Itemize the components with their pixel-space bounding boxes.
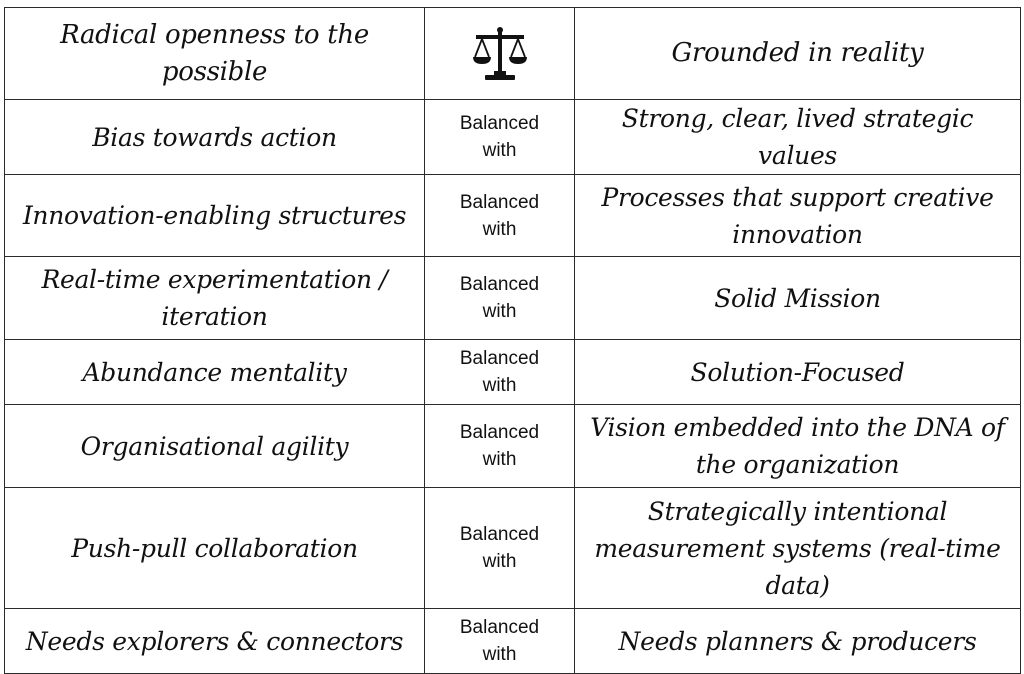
- header-row: Radical openness to the possible Grounde…: [4, 7, 1021, 100]
- balanced-with-cell: Balanced with: [424, 256, 575, 340]
- left-cell: Organisational agility: [4, 404, 425, 488]
- header-left-text: Radical openness to the possible: [4, 7, 425, 100]
- balanced-with-cell: Balanced with: [424, 487, 575, 609]
- right-cell: Strategically intentional measurement sy…: [574, 487, 1021, 609]
- right-cell: Vision embedded into the DNA of the orga…: [574, 404, 1021, 488]
- left-cell: Push-pull collaboration: [4, 487, 425, 609]
- right-cell: Solid Mission: [574, 256, 1021, 340]
- right-cell: Needs planners & producers: [574, 608, 1021, 674]
- balance-scale-icon: [472, 26, 527, 80]
- balanced-with-cell: Balanced with: [424, 99, 575, 175]
- right-cell: Strong, clear, lived strategic values: [574, 99, 1021, 175]
- header-icon-cell: [424, 7, 575, 100]
- table-row: Bias towards action Balanced with Strong…: [4, 99, 1021, 175]
- table-row: Real-time experimentation / iteration Ba…: [4, 256, 1021, 340]
- table-row: Push-pull collaboration Balanced with St…: [4, 487, 1021, 609]
- right-cell: Solution-Focused: [574, 339, 1021, 405]
- left-cell: Abundance mentality: [4, 339, 425, 405]
- balance-table: Radical openness to the possible Grounde…: [4, 7, 1021, 674]
- balanced-with-cell: Balanced with: [424, 174, 575, 257]
- table-row: Innovation-enabling structures Balanced …: [4, 174, 1021, 257]
- left-cell: Bias towards action: [4, 99, 425, 175]
- balanced-with-cell: Balanced with: [424, 339, 575, 405]
- left-cell: Needs explorers & connectors: [4, 608, 425, 674]
- table-row: Organisational agility Balanced with Vis…: [4, 404, 1021, 488]
- table-row: Abundance mentality Balanced with Soluti…: [4, 339, 1021, 405]
- right-cell: Processes that support creative innovati…: [574, 174, 1021, 257]
- left-cell: Innovation-enabling structures: [4, 174, 425, 257]
- header-right-text: Grounded in reality: [574, 7, 1021, 100]
- left-cell: Real-time experimentation / iteration: [4, 256, 425, 340]
- balanced-with-cell: Balanced with: [424, 608, 575, 674]
- balanced-with-cell: Balanced with: [424, 404, 575, 488]
- table-row: Needs explorers & connectors Balanced wi…: [4, 608, 1021, 674]
